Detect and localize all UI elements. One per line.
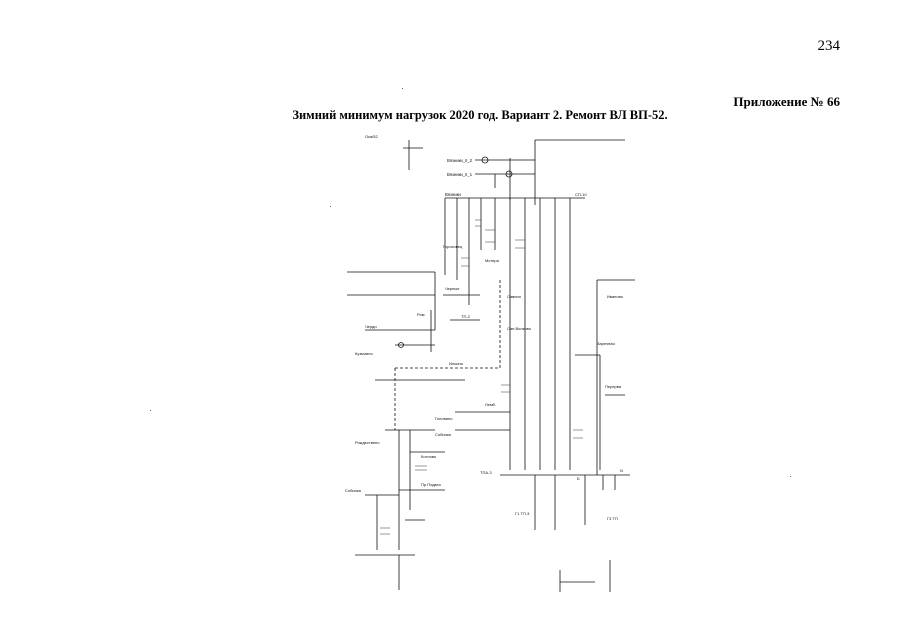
label-sob: Собинка [435,432,452,437]
scan-speck [790,476,791,477]
label-sp: СП-10 [575,192,587,197]
label-pererva: Перерва [605,384,622,389]
label-cherdy: Черди [365,324,377,329]
label-gl-tp3: Г1 ТП-3 [515,511,530,516]
label-top-left: Ока/52 [365,134,379,139]
label-tp2: ТП-2 [461,314,471,319]
label-golovino: Головино [435,416,453,421]
label-rom: Ром [417,312,425,317]
label-vyazniki: Вязники [445,192,461,197]
appendix-label: Приложение № 66 [733,94,840,109]
scan-speck [402,88,403,89]
scheme-drawing: Ока/52 Вязники_II_2 Вязники_II_1 Вязники… [345,134,635,592]
label-n: N [620,468,623,473]
scan-speck [150,410,151,411]
label-kotlovo: Котлово [421,454,437,459]
label-lemb: Лемб. [485,402,496,407]
label-tpa: ТПА-3 [480,470,492,475]
electrical-scheme: Ока/52 Вязники_II_2 Вязники_II_1 Вязники… [335,130,635,595]
label-b: Б [577,476,580,481]
page-number: 234 [817,38,841,54]
label-g3-tp: Г3 ТП [607,516,618,521]
label-savino: Савино [507,294,522,299]
label-gorohovets: Гороховец [443,244,463,249]
label-mstera: Мстера [485,258,500,263]
label-sobinka-low: Собинка [345,488,362,493]
page-title: Зимний минимум нагрузок 2020 год. Вариан… [292,108,668,122]
label-vyazniki-2: Вязники_II_2 [447,158,473,163]
label-kuzmino: Кузьмино [355,351,373,356]
scan-speck [330,206,331,207]
label-ivanovo: Иваново [607,294,624,299]
label-ilino: Ильино [449,361,464,366]
label-vyazniki-1: Вязники_II_1 [447,172,473,177]
label-zarechnaya: Заречная [597,341,615,346]
label-sanvolkovo: Сан.Волково [507,326,532,331]
label-chernye: Черные [445,286,460,291]
label-ppodvoz: Пр.Подвоз [421,482,441,487]
label-rozhd: Рождествено [355,440,380,445]
